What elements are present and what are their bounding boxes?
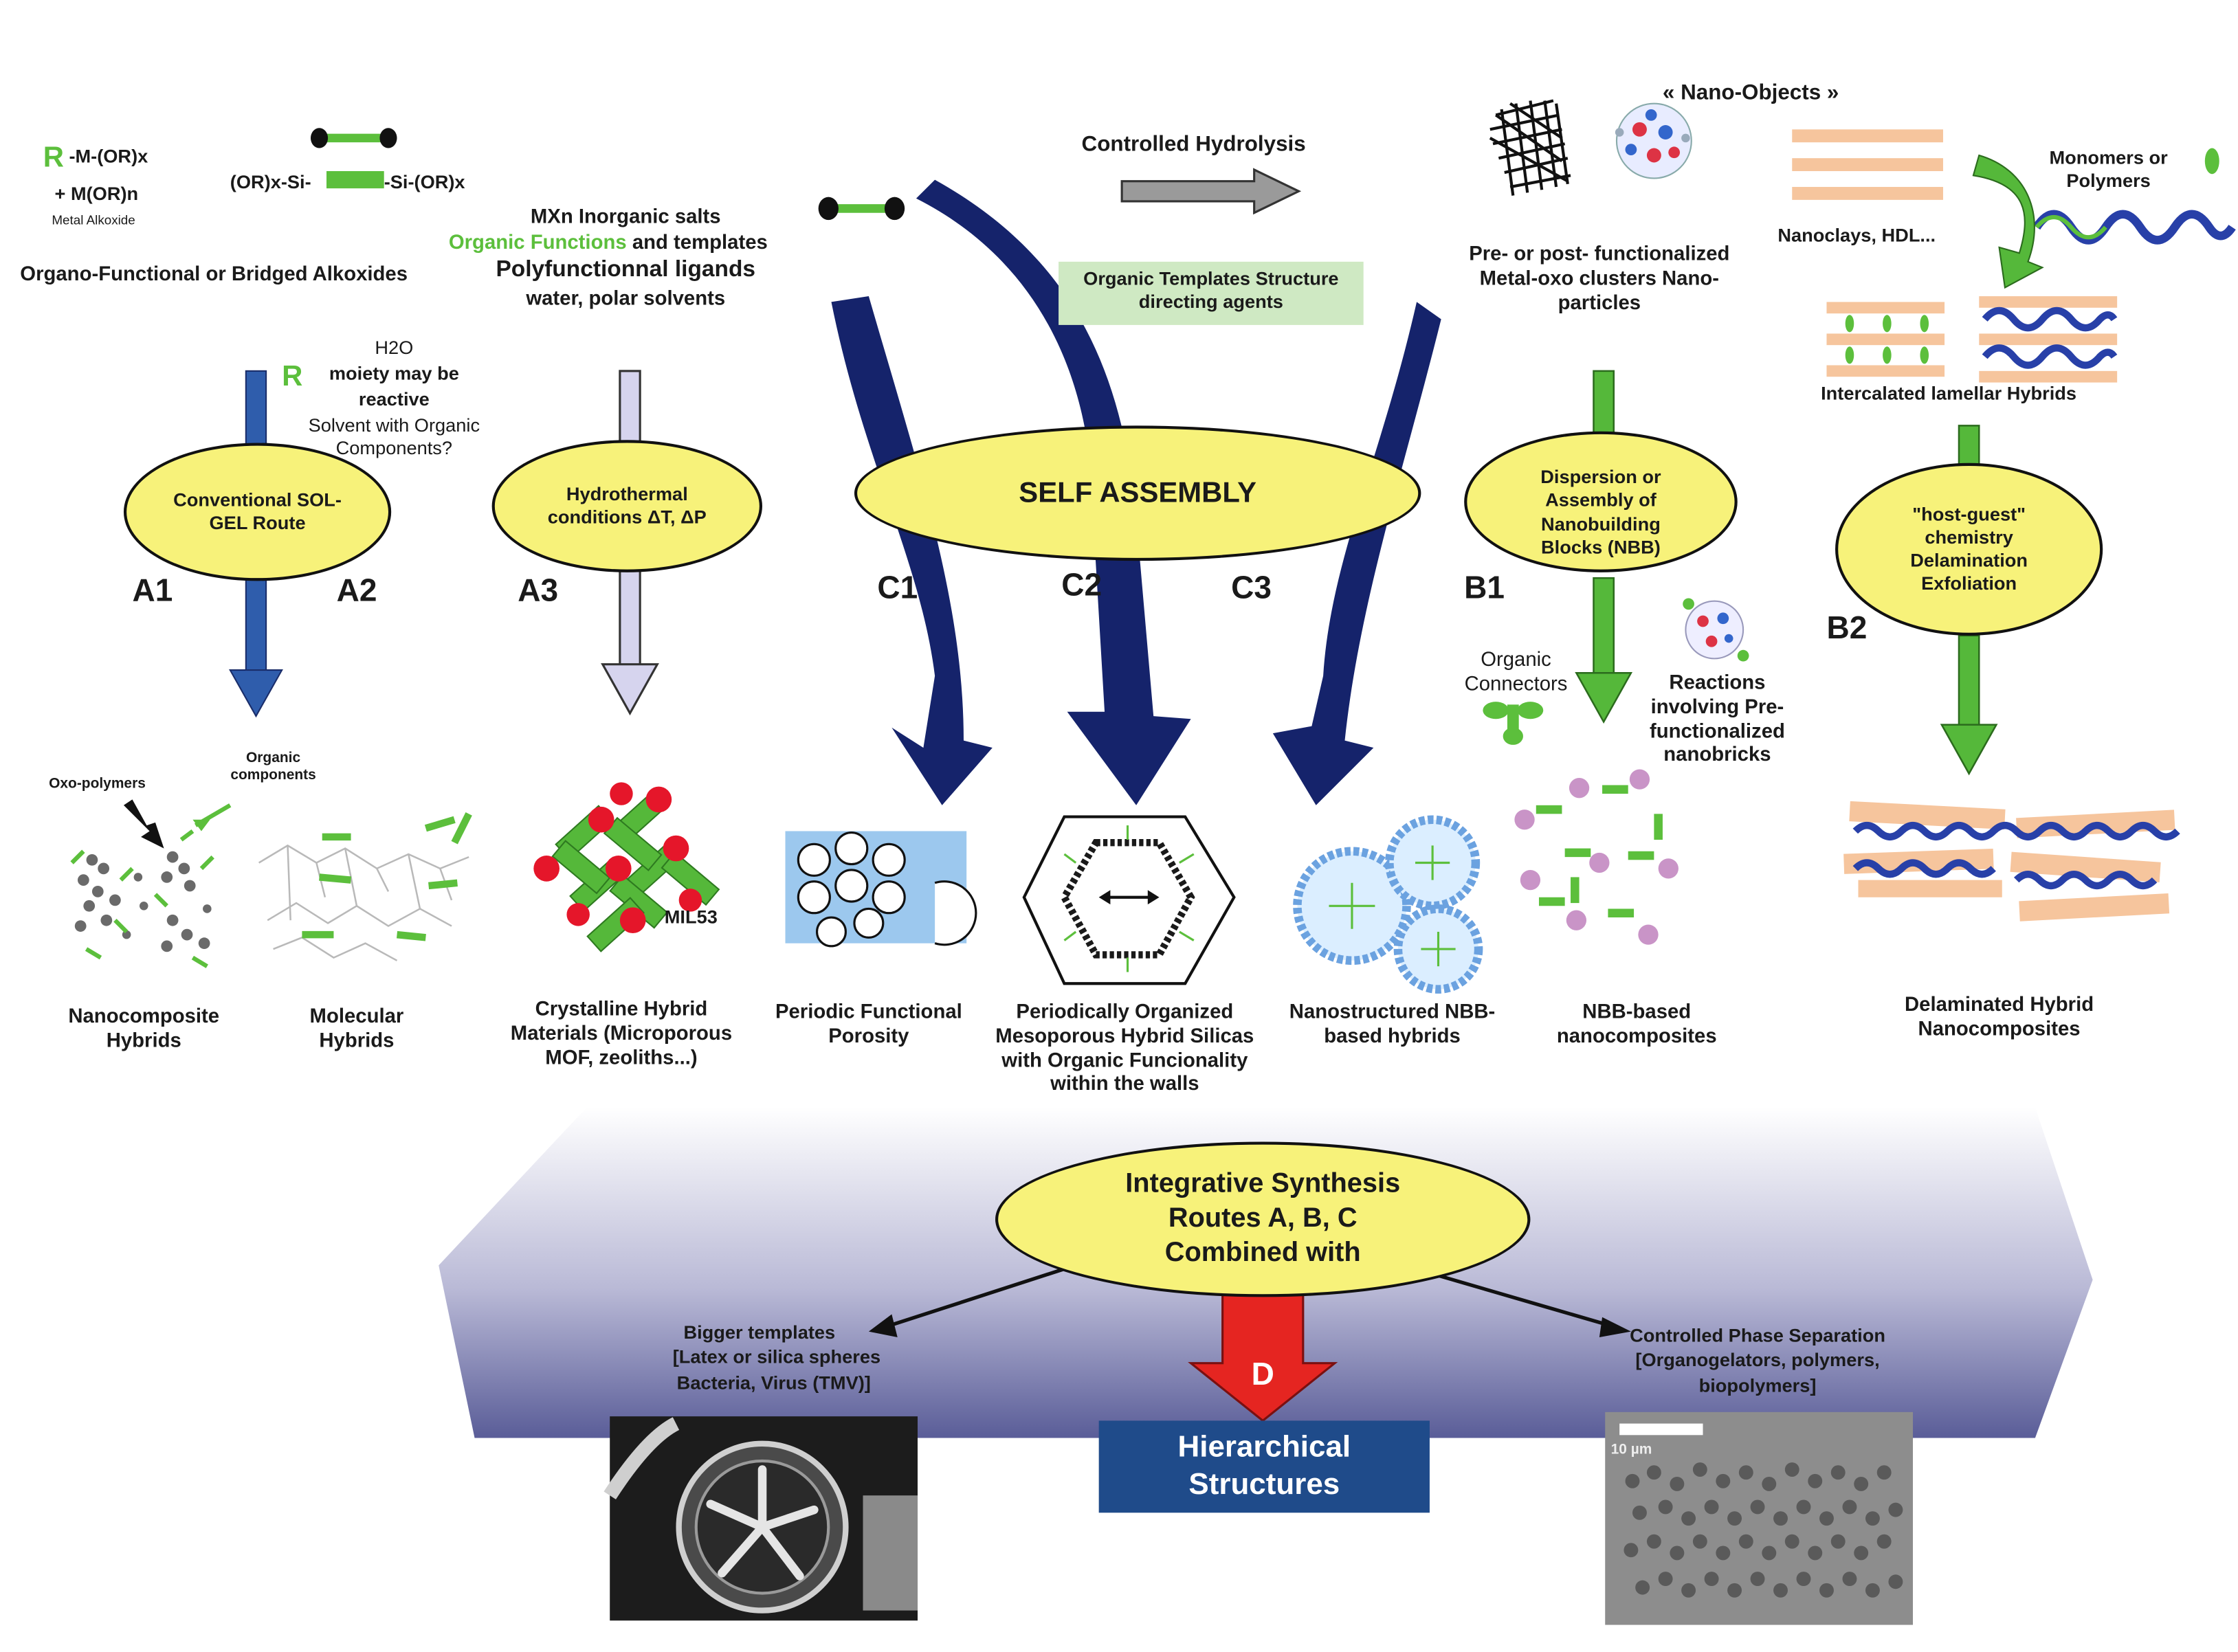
organic-templates-box [1059, 261, 1364, 325]
delaminated-hybrid-image [1843, 801, 2180, 922]
bridged-silane-right: -Si-(OR)x [384, 171, 465, 193]
nanoclays-label: Nanoclays, HDL... [1777, 224, 1936, 246]
latex-spheres-label: [Latex or silica spheres [672, 1346, 881, 1368]
product-periodic-porosity: Periodic Functional Porosity [775, 999, 962, 1047]
porous-sem-image [1605, 1411, 1914, 1625]
route-b1-arrow [1575, 370, 1633, 724]
organic-templates-label: Organic Templates Structure directing ag… [1083, 267, 1339, 312]
nbb-nanocomposite-image [1514, 769, 1678, 945]
label-a2: A2 [336, 572, 377, 609]
label-a3: A3 [518, 572, 559, 609]
product-mesoporous-silicas: Periodically Organized Mesoporous Hybrid… [995, 999, 1254, 1095]
solvent-organic-note: Solvent with Organic Components? [308, 414, 480, 458]
label-c3: C3 [1231, 569, 1272, 605]
product-crystalline-hybrid: Crystalline Hybrid Materials (Microporou… [510, 996, 733, 1068]
label-b2: B2 [1826, 610, 1868, 646]
polymer-chain-icon [2032, 210, 2236, 245]
label-a1: A1 [132, 572, 173, 609]
scale-bar-label: 10 µm [1610, 1442, 1652, 1458]
nanocomposite-hybrid-image [70, 799, 232, 968]
route-d-label: D [1251, 1356, 1274, 1392]
host-guest-ellipse: "host-guest" chemistry Delamination Exfo… [1835, 462, 2103, 636]
diatom-sem-image [603, 1416, 918, 1621]
hierarchical-structures-banner: Hierarchical Structures [1098, 1420, 1430, 1513]
reactive-label: reactive [358, 388, 430, 410]
mil53-label: MIL53 [664, 906, 718, 928]
polar-solvents-label: water, polar solvents [526, 286, 726, 309]
sol-gel-route-ellipse: Conventional SOL-GEL Route [123, 443, 392, 581]
r-group-symbol: R [43, 142, 65, 175]
integration-arrow-right-head [1599, 1317, 1631, 1338]
organic-linker-icon [818, 197, 905, 221]
bridged-silane-left: (OR)x-Si- [230, 171, 311, 193]
organic-functions-label: Organic Functions [448, 230, 627, 254]
intercalated-hybrid-right [1979, 296, 2118, 383]
metal-alkoxide-caption: Metal Alkoxide [52, 212, 135, 227]
integration-arrow-left-head [868, 1314, 898, 1338]
integrative-synthesis-ellipse: Integrative Synthesis Routes A, B, C Com… [995, 1141, 1531, 1297]
phase-separation-label: Controlled Phase Separation [1630, 1324, 1885, 1346]
metal-alkoxide-formula: + M(OR)n [54, 182, 139, 205]
periodic-porosity-image [785, 831, 977, 948]
monomers-polymers-label: Monomers or Polymers [2049, 146, 2168, 191]
self-assembly-arrows [831, 179, 1441, 805]
alkoxides-caption: Organo-Functional or Bridged Alkoxides [20, 261, 408, 285]
nanostructured-nbb-image [1293, 815, 1483, 994]
moiety-label: moiety may be [329, 362, 459, 384]
bridged-silane-icon [310, 128, 397, 189]
organogelators-label: [Organogelators, polymers, [1635, 1348, 1880, 1371]
label-c2: C2 [1061, 566, 1103, 603]
route-b2-arrow [1940, 425, 1998, 776]
product-nanocomposite-hybrids: Nanocomposite Hybrids [68, 1003, 220, 1051]
bacteria-virus-label: Bacteria, Virus (TMV)] [676, 1372, 871, 1394]
nano-objects-title: « Nano-Objects » [1662, 80, 1839, 105]
nanoclay-layers [1792, 129, 1943, 200]
mil53-framework-image [533, 782, 720, 952]
product-nbb-nanocomposites: NBB-based nanocomposites [1556, 999, 1717, 1047]
intercalated-hybrid-left [1826, 302, 1945, 377]
organic-connectors-label: Organic Connectors [1464, 647, 1568, 695]
nbb-dispersion-ellipse: Dispersion or Assembly of Nanobuilding B… [1464, 431, 1738, 572]
water-label: H2O [375, 336, 414, 359]
inorganic-salts-label: MXn Inorganic salts [530, 204, 721, 227]
metal-oxo-cluster-mesh-icon [1489, 99, 1571, 196]
route-d-arrow [1188, 1293, 1338, 1422]
product-molecular-hybrids: Molecular Hybrids [309, 1003, 404, 1051]
metal-oxo-clusters-label: Pre- or post- functionalized Metal-oxo c… [1469, 241, 1730, 313]
product-nanostructured-nbb: Nanostructured NBB-based hybrids [1289, 999, 1496, 1047]
monomer-icon [2204, 148, 2219, 175]
molecular-hybrid-image [258, 812, 472, 961]
bigger-templates-label: Bigger templates [683, 1321, 836, 1343]
intercalated-hybrids-label: Intercalated lamellar Hybrids [1821, 382, 2077, 404]
label-c1: C1 [877, 569, 918, 605]
reactions-label: Reactions involving Pre- functionalized … [1649, 670, 1785, 766]
r-moiety-symbol: R [282, 361, 303, 393]
label-b1: B1 [1464, 569, 1505, 605]
organic-functions-line: Organic Functions and templates [449, 230, 768, 254]
oxo-polymers-label: Oxo-polymers [49, 776, 146, 792]
nanoparticle-cluster-icon [1615, 102, 1692, 179]
organic-connector-icon [1483, 702, 1544, 745]
prefunctionalized-nanobrick-icon [1683, 598, 1749, 662]
self-assembly-ellipse: SELF ASSEMBLY [854, 425, 1421, 561]
alkoxide-formula: -M-(OR)x [69, 145, 148, 167]
hydrolysis-arrow [1120, 168, 1302, 215]
hydrothermal-ellipse: Hydrothermal conditions ΔT, ΔP [491, 440, 763, 572]
polymer-chain-green [2035, 215, 2107, 240]
mesoporous-silica-image [1022, 815, 1236, 985]
polyfunctional-ligands-label: Polyfunctionnal ligands [496, 257, 756, 282]
biopolymers-label: biopolymers] [1698, 1374, 1817, 1396]
templates-label: and templates [626, 230, 768, 254]
controlled-hydrolysis-label: Controlled Hydrolysis [1081, 132, 1306, 157]
organic-components-label: Organic components [230, 750, 316, 784]
intercalation-arrow [1972, 154, 2044, 289]
product-delaminated-hybrid: Delaminated Hybrid Nanocomposites [1904, 992, 2094, 1040]
